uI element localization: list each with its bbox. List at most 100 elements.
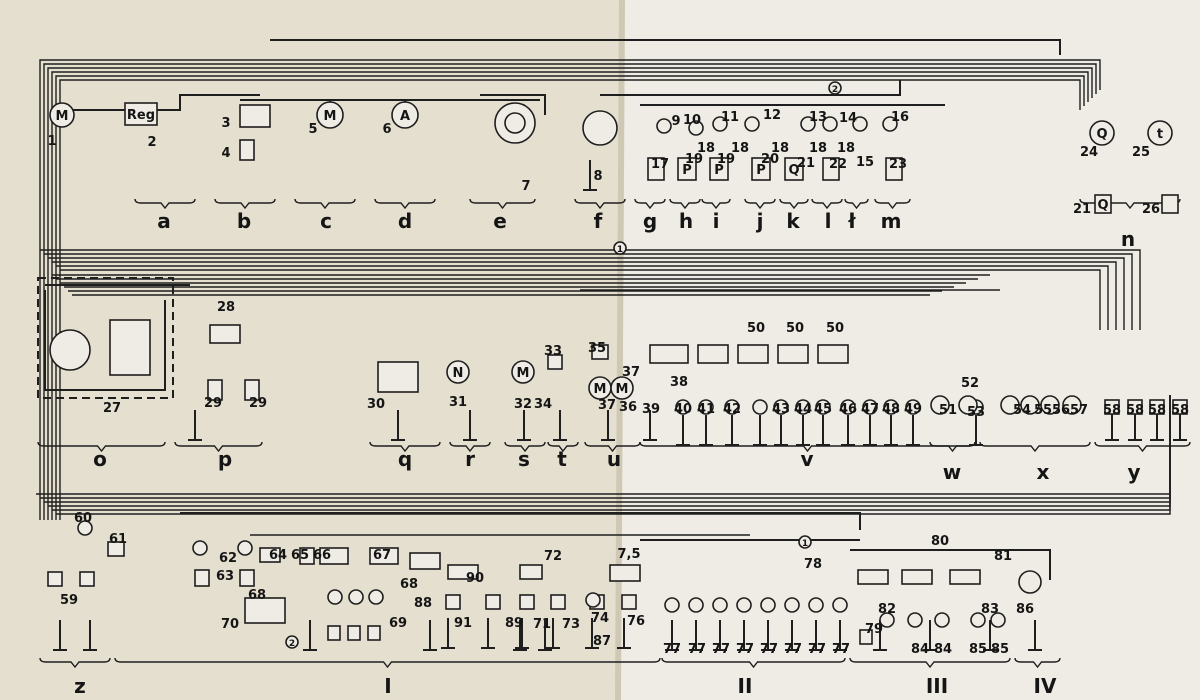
ground-symbol	[463, 410, 477, 441]
group-label: p	[218, 447, 232, 471]
group-label: b	[237, 209, 251, 233]
ground-symbol	[1028, 620, 1042, 651]
group-brace	[134, 198, 196, 210]
pressure-sensor-icon-glyph: P	[682, 163, 692, 178]
lamp-icon	[990, 612, 1006, 628]
main-harness-wire	[55, 75, 1085, 520]
lamp-icon	[368, 589, 384, 605]
ground-symbol	[796, 415, 810, 446]
component-number-label: 46	[839, 402, 857, 417]
lamp-icon	[815, 399, 831, 415]
component-number-label: 2	[147, 135, 156, 150]
component-number-label: 25	[1132, 145, 1150, 160]
pressure-sensor-icon	[709, 157, 729, 181]
component-number-label: 71	[533, 617, 551, 632]
group-label: g	[643, 209, 657, 233]
component-number-label: 47	[861, 402, 879, 417]
lamp-icon	[795, 399, 811, 415]
ground-symbol	[923, 620, 937, 651]
switch-icon	[194, 569, 210, 587]
component-number-label: 18	[809, 141, 827, 156]
indicator-lamp-icon	[852, 116, 868, 132]
group-brace	[779, 198, 809, 210]
indicator-lamp-icon	[882, 116, 898, 132]
relay-icon	[107, 541, 125, 557]
component-number-label: 54	[1013, 403, 1031, 418]
regulator-icon-glyph: Reg	[127, 108, 155, 123]
regulator-icon	[124, 102, 158, 126]
relay-icon	[857, 569, 889, 585]
ground-symbol	[1150, 410, 1164, 441]
group-label: d	[398, 209, 412, 233]
fuse-icon	[367, 625, 381, 641]
component-number-label: 58	[1171, 403, 1189, 418]
lamp-icon	[862, 399, 878, 415]
relay-icon	[777, 344, 809, 364]
component-number-label: 42	[723, 402, 741, 417]
ground-symbol	[188, 410, 202, 441]
ground-symbol	[699, 415, 713, 446]
component-number-label: 77	[736, 642, 754, 657]
group-label: ł	[847, 209, 856, 233]
relay-icon	[259, 547, 281, 563]
switch-icon	[519, 594, 535, 610]
switch-icon	[239, 139, 255, 161]
connector-mark-icon	[828, 81, 842, 95]
group-label: IV	[1034, 674, 1057, 698]
component-number-label: 26	[1142, 202, 1160, 217]
middle-harness-wire	[56, 265, 1109, 330]
temp-gauge-icon-glyph: t	[1157, 127, 1163, 142]
component-number-label: 43	[772, 402, 790, 417]
marker-lamp-icon	[1127, 399, 1143, 415]
component-number-label: 78	[804, 557, 822, 572]
component-number-label: 49	[904, 402, 922, 417]
ground-symbol	[441, 618, 455, 649]
fuse-icon	[239, 104, 271, 128]
lamp-icon	[808, 597, 824, 613]
main-harness-wire	[47, 67, 1093, 520]
connector-mark-label: 1	[617, 245, 623, 255]
component-number-label: 72	[544, 549, 562, 564]
group-label: r	[465, 447, 475, 471]
top-group-wires	[60, 94, 540, 111]
fuel-sensor-icon-glyph: Q	[1097, 198, 1108, 213]
component-number-label: 28	[217, 300, 235, 315]
group-label: h	[679, 209, 693, 233]
component-number-label: 74	[591, 611, 609, 626]
component-number-label: 4	[221, 146, 230, 161]
component-number-label: 81	[994, 549, 1012, 564]
group-label: e	[493, 209, 507, 233]
component-number-label: 80	[931, 534, 949, 549]
component-number-label: 86	[1016, 602, 1034, 617]
component-number-label: 66	[313, 548, 331, 563]
component-number-label: 3	[221, 116, 230, 131]
fuel-sensor-icon	[784, 157, 804, 181]
component-number-label: 29	[249, 396, 267, 411]
component-number-label: 16	[891, 110, 909, 125]
motor-icon	[610, 376, 634, 400]
connector-mark-icon	[613, 241, 627, 255]
indicator-lamp-icon	[656, 118, 672, 134]
group-brace	[504, 441, 546, 453]
switch-icon	[550, 594, 566, 610]
group-brace	[369, 441, 441, 453]
lamp-icon	[907, 612, 923, 628]
group-brace	[1079, 198, 1181, 210]
component-number-label: 34	[534, 397, 552, 412]
lamp-icon	[664, 597, 680, 613]
switch-icon	[47, 571, 63, 587]
component-number-label: 41	[697, 402, 715, 417]
motor-icon-glyph: M	[56, 109, 69, 124]
lamp-icon	[77, 520, 93, 536]
component-number-label: 84	[934, 642, 952, 657]
lamp-icon	[207, 379, 223, 401]
component-number-label: 1	[47, 134, 56, 149]
lamp-icon	[840, 399, 856, 415]
component-number-label: 87	[593, 634, 611, 649]
fuel-sensor-icon	[1094, 194, 1112, 214]
lamp-icon	[883, 399, 899, 415]
component-number-label: 90	[466, 571, 484, 586]
component-number-label: 8	[593, 169, 602, 184]
component-number-label: 62	[219, 551, 237, 566]
component-number-label: 77	[832, 642, 850, 657]
